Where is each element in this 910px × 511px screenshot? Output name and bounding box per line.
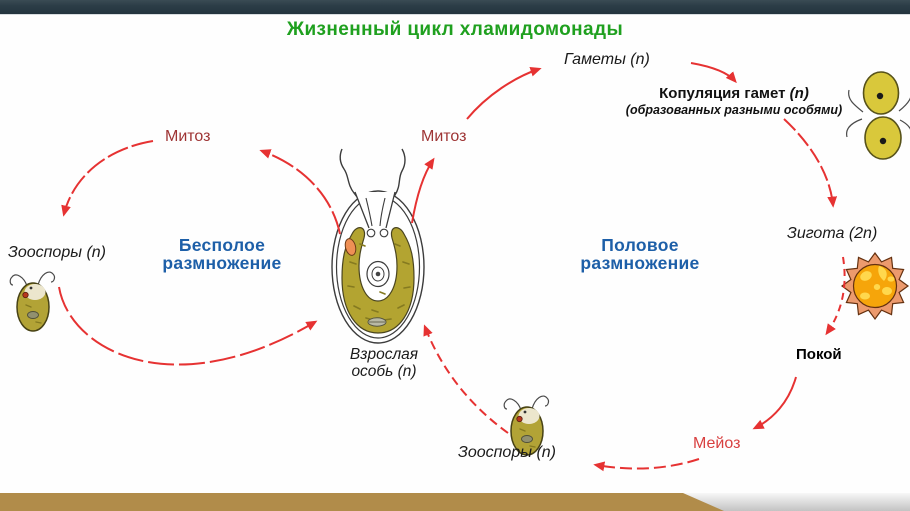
adult-chlamydomonas-illustration: [331, 148, 425, 344]
zygote-label: Зигота (2n): [787, 225, 878, 242]
gamete-fusion-illustration: [846, 71, 910, 160]
zygote-illustration: [840, 251, 910, 321]
mitosis-label-left: Митоз: [165, 128, 211, 145]
arrow-rest-to-meiosis: [752, 376, 797, 430]
gametes-label: Гаметы (n): [564, 51, 650, 68]
eyespot: [344, 238, 357, 256]
zoospores-label-bottom: Зооспоры (n): [458, 444, 556, 461]
arrow-copulation-to-zygote: [783, 118, 838, 208]
cycle-arrows: [58, 62, 846, 472]
meiosis-label: Мейоз: [693, 435, 741, 452]
arrow-zoospores-to-adult-right: [423, 324, 509, 434]
zoospore-left-illustration: [9, 271, 56, 332]
arrow-adult-to-mitosis-center: [411, 157, 435, 224]
sexual-reproduction-heading: Половое размножение: [580, 235, 700, 273]
slide-title: Жизненный цикл хламидомонады: [286, 19, 624, 40]
arrow-gametes-to-copulation: [690, 62, 737, 84]
contractile-vacuole: [366, 228, 376, 238]
chloroplast-speckles: [347, 243, 411, 321]
arrow-mitosis-to-zoospores-left: [61, 140, 154, 217]
arrow-adult-to-mitosis-left: [259, 149, 341, 235]
slide-bottom-bar: [0, 493, 910, 511]
arrow-mitosis-to-gametes: [466, 66, 542, 120]
arrow-meiosis-to-zoospores: [593, 458, 700, 472]
contractile-vacuole: [379, 228, 389, 238]
chloroplast: [341, 227, 415, 334]
arrow-zoospores-to-adult-left: [58, 286, 318, 366]
slide-top-bar: [0, 0, 910, 15]
arrow-zygote-to-rest: [825, 256, 846, 336]
rest-stage-label: Покой: [796, 346, 842, 363]
asexual-reproduction-heading: Бесполое размножение: [162, 235, 282, 273]
gamete-copulation-label: Копуляция гамет (n) (образованных разным…: [625, 85, 843, 117]
zoospores-label-left: Зооспоры (n): [8, 244, 106, 261]
adult-individual-label: Взрослая особь (n): [349, 346, 419, 380]
mitosis-label-center: Митоз: [421, 128, 467, 145]
